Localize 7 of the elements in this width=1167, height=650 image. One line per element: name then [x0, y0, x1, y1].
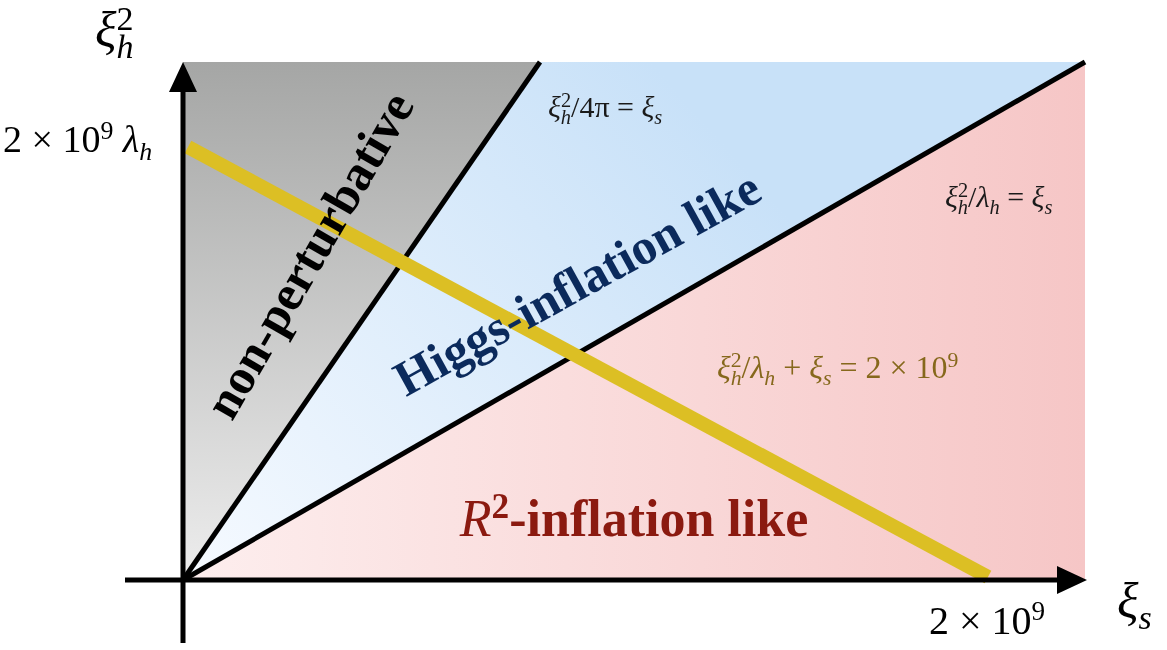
axis-label: ξ$_{s}$ — [1116, 576, 1153, 635]
tick-label: 2 × 10$^{9}$ λ$_{h}$ — [2, 118, 154, 165]
equation-label: ξ$_{h}$$^{2}$/λ$_{h}$ + ξ$_{s}$ = 2 × 10$^{9}$ — [716, 350, 960, 390]
equation-label: ξ$_{h}$$^{2}$/4π = ξ$_{s}$ — [547, 90, 664, 128]
tick-label: 2 × 10$^{9}$ — [928, 598, 1047, 641]
equation-label: ξ$_{h}$$^{2}$/λ$_{h}$ = ξ$_{s}$ — [944, 180, 1054, 218]
region-label: R$^{2}$-inflation like — [456, 489, 812, 545]
